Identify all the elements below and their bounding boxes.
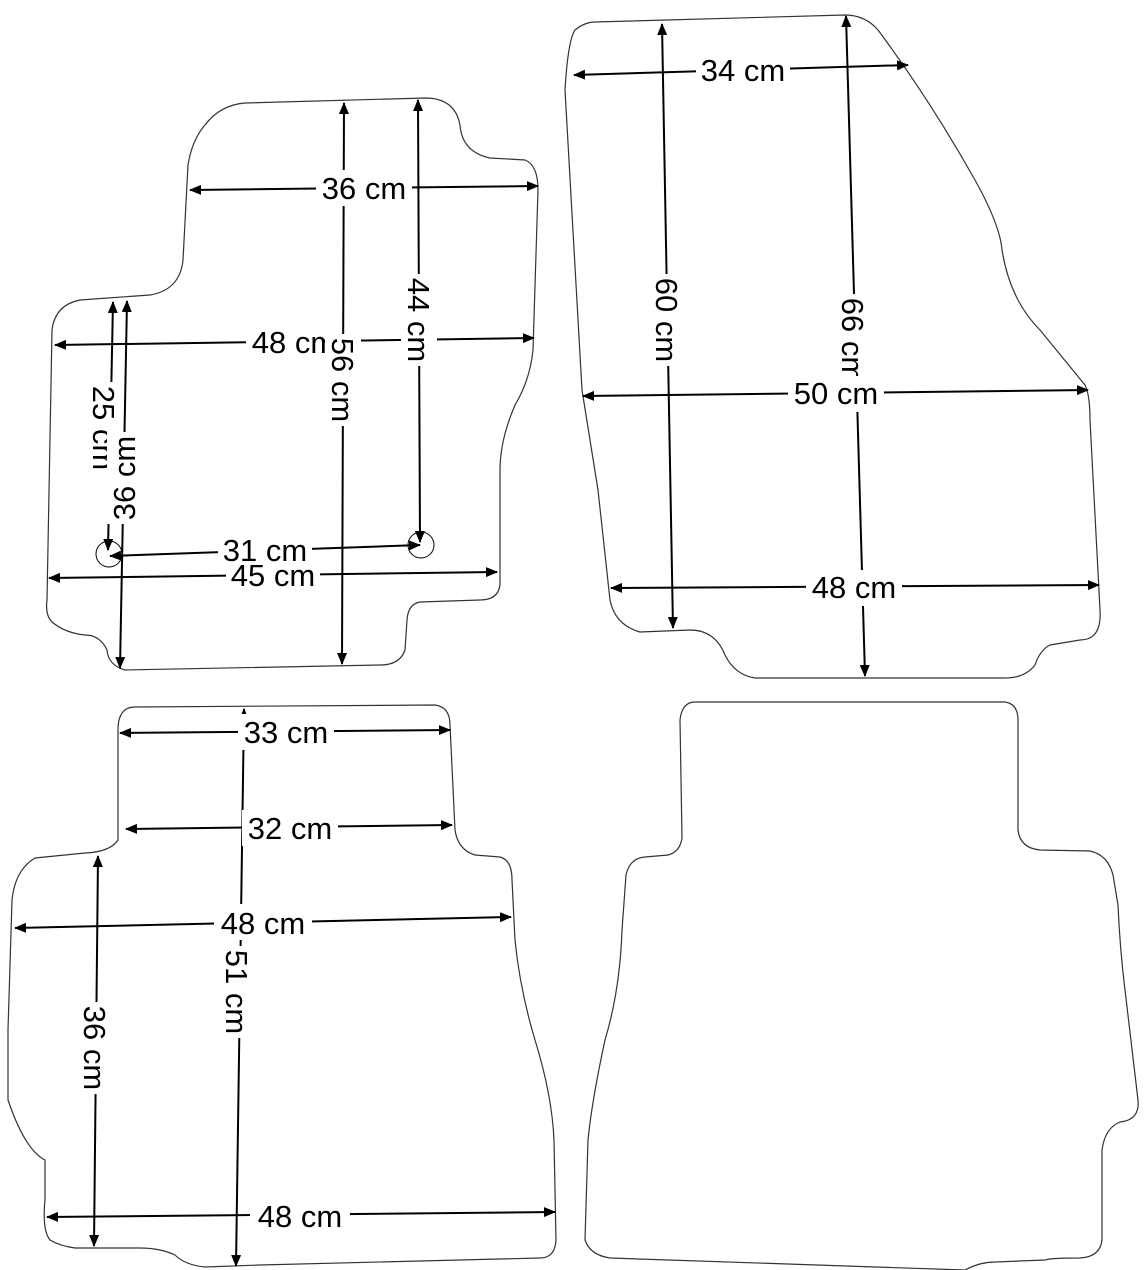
fr-left-height-label: 60 cm [649, 278, 684, 362]
rear-right-mat-outline [584, 701, 1139, 1270]
fl-mid-width-label: 48 cm [252, 325, 336, 360]
fl-hole-spacing-label: 31 cm [223, 533, 307, 568]
fl-inner-height-label: 44 cm [401, 278, 436, 362]
fr-top-width-label: 34 cm [701, 53, 785, 88]
rl-neck-width-label: 32 cm [248, 811, 332, 846]
fr-mid-width-label: 50 cm [794, 376, 878, 411]
rl-bottom-width-label: 48 cm [258, 1199, 342, 1234]
fl-bottom-width-label: 45 cm [231, 558, 315, 593]
front-right-mat-outline [564, 14, 1101, 679]
fr-bottom-width-label: 48 cm [812, 570, 896, 605]
fr-height-label: 66 cm [835, 298, 870, 382]
front-left-mat-outline [45, 97, 539, 671]
rl-mid-width-label: 48 cm [221, 906, 305, 941]
rl-left-height-label: 36 cm [77, 1006, 112, 1090]
rl-height-label: 51 cm [219, 950, 254, 1034]
fl-top-width-label: 36 cm [322, 171, 406, 206]
fl-height-label: 56 cm [325, 338, 360, 422]
fl-left-long-label: 36 cm [107, 436, 142, 520]
rear-left-mat-outline [7, 704, 557, 1268]
rl-top-width-label: 33 cm [244, 715, 328, 750]
